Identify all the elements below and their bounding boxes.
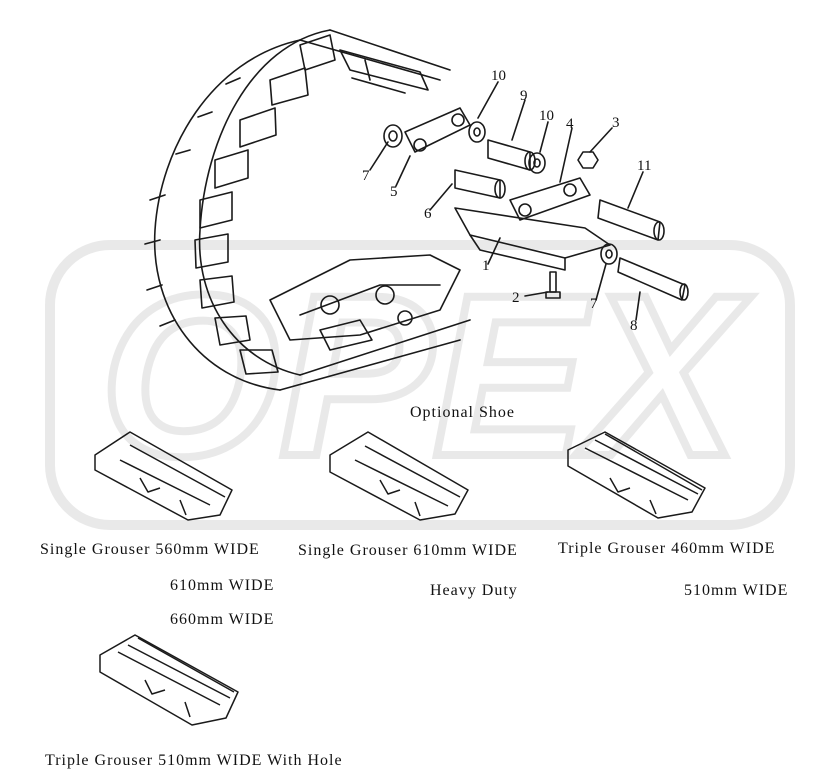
- bushing-icon: [454, 139, 536, 199]
- callout-1: 1: [482, 258, 490, 274]
- single-grouser-shoe-a-illustration: [94, 431, 233, 521]
- single-grouser-b-line-1: Single Grouser 610mm WIDE: [298, 542, 518, 559]
- pin-icon: [597, 199, 689, 301]
- track-chain-illustration: [144, 29, 471, 391]
- callout-7-a: 7: [362, 168, 370, 184]
- nut-icon: [577, 151, 599, 169]
- triple-grouser-shoe-b-illustration: [99, 634, 239, 726]
- triple-grouser-a-line-2: 510mm WIDE: [684, 582, 789, 599]
- single-grouser-a-line-3: 660mm WIDE: [170, 611, 275, 628]
- callout-7-b: 7: [590, 296, 598, 312]
- callout-3: 3: [612, 115, 620, 131]
- callout-10-a: 10: [491, 68, 506, 84]
- callout-10-b: 10: [539, 108, 554, 124]
- callout-9: 9: [520, 88, 528, 104]
- triple-grouser-b-line-1: Triple Grouser 510mm WIDE With Hole: [45, 752, 343, 769]
- callout-8: 8: [630, 318, 638, 334]
- link-icon: [404, 107, 471, 153]
- triple-grouser-a-line-1: Triple Grouser 460mm WIDE: [558, 540, 776, 557]
- bolt-icon: [545, 271, 561, 299]
- seal-icon: [383, 121, 618, 265]
- callout-6: 6: [424, 206, 432, 222]
- single-grouser-a-line-1: Single Grouser 560mm WIDE: [40, 541, 260, 558]
- shoe-icon: [454, 177, 611, 271]
- triple-grouser-shoe-a-illustration: [567, 431, 706, 519]
- single-grouser-b-line-2: Heavy Duty: [430, 582, 518, 599]
- callout-5: 5: [390, 184, 398, 200]
- single-grouser-shoe-b-illustration: [329, 431, 469, 521]
- optional-shoe-title: Optional Shoe: [410, 404, 515, 421]
- callout-2: 2: [512, 290, 520, 306]
- single-grouser-a-line-2: 610mm WIDE: [170, 577, 275, 594]
- callout-4: 4: [566, 116, 574, 132]
- callout-11: 11: [637, 158, 652, 174]
